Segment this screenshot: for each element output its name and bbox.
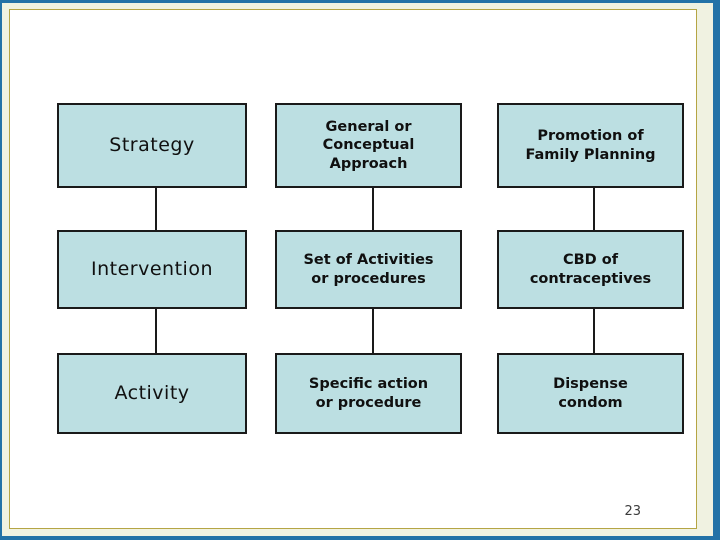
- cell-label: Dispense condom: [553, 376, 628, 411]
- cell-label: Specific action or procedure: [308, 376, 429, 411]
- cell-label: Intervention: [91, 257, 213, 280]
- cell-general-conceptual-approach: General or Conceptual Approach: [275, 103, 462, 188]
- cell-promotion-family-planning: Promotion of Family Planning: [497, 103, 684, 188]
- connector-line: [593, 309, 595, 353]
- cell-label: Activity: [114, 381, 190, 404]
- cell-activity: Activity: [57, 353, 247, 434]
- cell-label: General or Conceptual Approach: [322, 119, 415, 172]
- cell-label: Promotion of Family Planning: [525, 128, 656, 163]
- connector-line: [372, 188, 374, 230]
- connector-line: [155, 188, 157, 230]
- connector-line: [593, 188, 595, 230]
- cell-label: Set of Activities or procedures: [303, 252, 434, 287]
- cell-set-of-activities: Set of Activities or procedures: [275, 230, 462, 309]
- cell-cbd-of-contraceptives: CBD of contraceptives: [497, 230, 684, 309]
- connector-line: [155, 309, 157, 353]
- cell-label: CBD of contraceptives: [529, 252, 652, 287]
- cell-strategy: Strategy: [57, 103, 247, 188]
- slide-content-area: Strategy General or Conceptual Approach …: [9, 9, 697, 529]
- slide-page-number: 23: [624, 504, 641, 519]
- connector-line: [372, 309, 374, 353]
- cell-intervention: Intervention: [57, 230, 247, 309]
- cell-label: Strategy: [109, 133, 195, 156]
- cell-dispense-condom: Dispense condom: [497, 353, 684, 434]
- cell-specific-action: Specific action or procedure: [275, 353, 462, 434]
